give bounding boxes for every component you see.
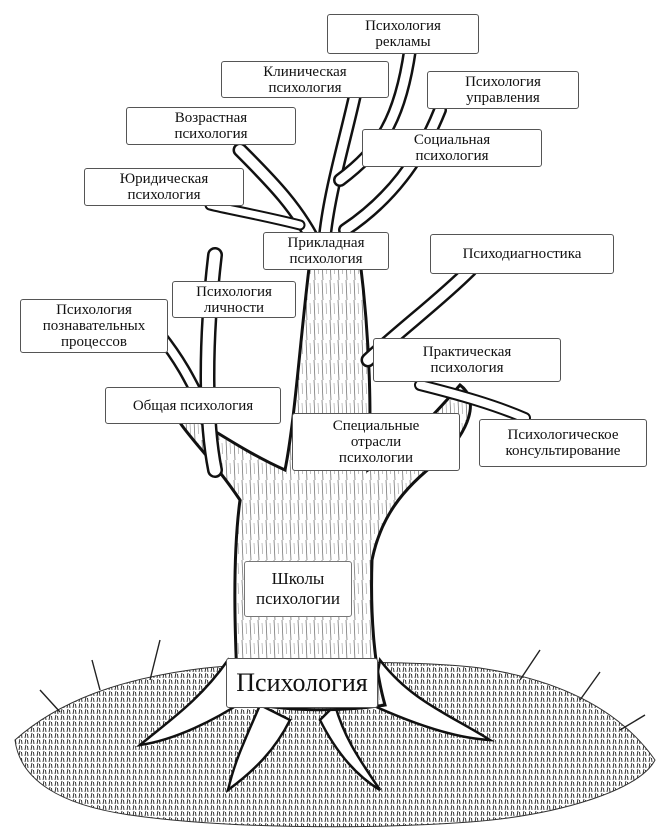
node-psychodiagnostics: Психодиагностика [430,234,614,274]
node-psychology-schools: Школы психологии [244,561,352,617]
node-clinical-psychology: Клиническая психология [221,61,389,98]
tree-roots [135,656,495,794]
node-psychology-advertising: Психология рекламы [327,14,479,54]
node-personality-psychology: Психология личности [172,281,296,318]
node-general-psychology: Общая психология [105,387,281,424]
node-developmental-psychology: Возрастная психология [126,107,296,145]
node-special-branches: Специальные отрасли психологии [292,413,460,471]
node-practical-psychology: Практическая психология [373,338,561,382]
node-psychology-management: Психология управления [427,71,579,109]
node-psychology-root: Психология [226,658,378,708]
node-social-psychology: Социальная психология [362,129,542,167]
node-psychological-counseling: Психологическое консультирование [479,419,647,467]
node-legal-psychology: Юридическая психология [84,168,244,206]
node-cognitive-processes: Психология познавательных процессов [20,299,168,353]
node-applied-psychology: Прикладная психология [263,232,389,270]
